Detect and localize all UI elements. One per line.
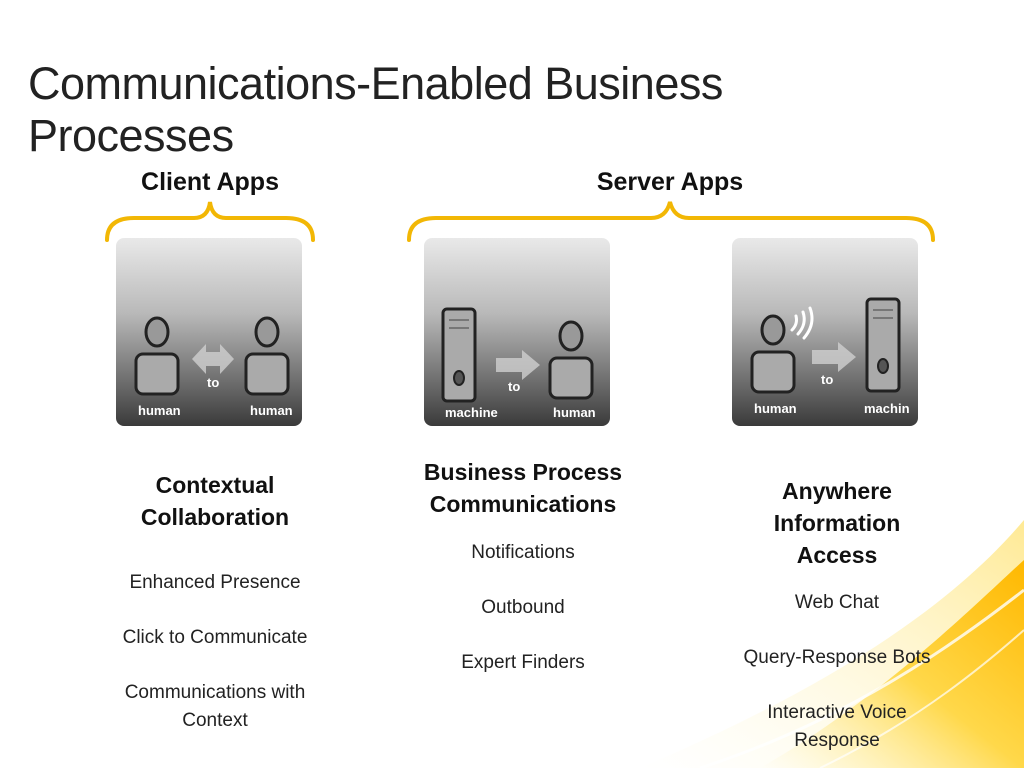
heading-line: Anywhere [782, 478, 892, 504]
right-label: human [553, 405, 596, 420]
list-item: Click to Communicate [122, 627, 308, 648]
heading-line: Communications [429, 491, 617, 517]
list-item: Expert Finders [461, 652, 585, 673]
heading-line: Business Process [423, 459, 623, 485]
connector-label: to [508, 379, 521, 394]
person-left-icon [134, 316, 180, 396]
column-items-business-process: Notifications Outbound Expert Finders [378, 539, 668, 704]
heading-line: Information [773, 510, 901, 536]
heading-line: Contextual [155, 472, 275, 498]
list-item: Interactive Voice Response [767, 702, 907, 751]
panel-human-to-human: to human human [116, 238, 302, 426]
server-icon [441, 307, 477, 403]
list-item: Outbound [481, 597, 565, 618]
client-brace [105, 201, 315, 242]
column-items-contextual-collaboration: Enhanced Presence Click to Communicate C… [80, 569, 350, 762]
list-item: Notifications [471, 542, 575, 563]
connector-label: to [821, 372, 834, 387]
left-label: human [138, 403, 181, 418]
left-label: human [754, 401, 797, 416]
arrow-right-icon [812, 342, 856, 372]
column-heading-business-process: Business Process Communications [378, 456, 668, 520]
panel-machine-to-human: to machine human [424, 238, 610, 426]
heading-line: Access [796, 542, 878, 568]
column-items-anywhere-access: Web Chat Query-Response Bots Interactive… [702, 589, 972, 782]
column-heading-anywhere-access: Anywhere Information Access [702, 475, 972, 571]
list-item: Enhanced Presence [129, 572, 301, 593]
person-icon [548, 320, 594, 400]
server-apps-label: Server Apps [596, 168, 744, 196]
list-item: Communications with Context [124, 682, 306, 731]
arrow-right-icon [496, 350, 540, 380]
person-icon [750, 314, 796, 394]
sound-waves-icon [790, 306, 814, 340]
left-label: machine [445, 405, 498, 420]
panel-human-to-machine: to human machin [732, 238, 918, 426]
slide-title: Communications-Enabled Business Processe… [28, 58, 723, 161]
right-label: human [250, 403, 293, 418]
server-brace [407, 201, 935, 242]
server-icon [865, 297, 901, 393]
client-apps-label: Client Apps [141, 168, 279, 196]
heading-line: Collaboration [140, 504, 290, 530]
list-item: Web Chat [794, 592, 880, 613]
double-arrow-icon [192, 344, 234, 374]
right-label: machin [864, 401, 910, 416]
list-item: Query-Response Bots [743, 647, 931, 668]
person-right-icon [244, 316, 290, 396]
connector-label: to [207, 375, 220, 390]
column-heading-contextual-collaboration: Contextual Collaboration [80, 469, 350, 533]
